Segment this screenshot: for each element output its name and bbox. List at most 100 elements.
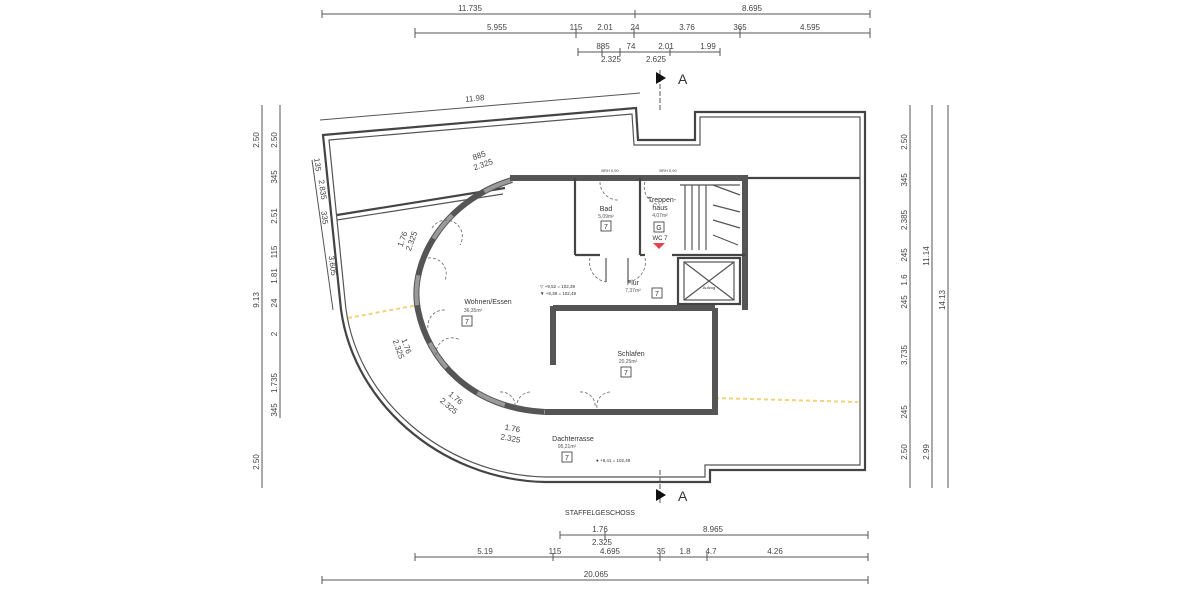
dim-text: 9.13	[252, 292, 261, 308]
dim-text: 1.76	[504, 423, 521, 435]
dim-text: 2.50	[252, 132, 261, 148]
dim-text: 345	[270, 403, 279, 417]
plan-line	[712, 204, 741, 213]
level-annotation: ▼ +9,38 = 102,49	[540, 291, 576, 296]
level-annotation: ▽ +9,52 = 102,39	[540, 284, 575, 289]
dim-text: 2.625	[646, 55, 667, 64]
dim-text: 345	[900, 173, 909, 187]
window-label: BRH 0,90	[601, 168, 619, 173]
dim-text: 11.14	[922, 246, 931, 266]
dim-text: 20.065	[584, 570, 609, 579]
dim-text: 20,25m²	[619, 359, 638, 365]
dim-text: 2.51	[270, 208, 279, 224]
plan-line	[413, 177, 546, 415]
dim-text: 245	[900, 405, 909, 419]
dim-text: 135	[312, 157, 323, 172]
dim-text: haus	[652, 205, 668, 212]
dim-text: 885	[596, 42, 610, 51]
dim-text: 11.735	[458, 4, 482, 13]
room-schlafen: Schlafen 20,25m² 7	[617, 351, 645, 378]
plan-line	[596, 391, 611, 409]
plan-line	[311, 159, 334, 311]
dim-text: 345	[270, 170, 279, 184]
plan-line	[599, 181, 619, 201]
dim-text: 24	[631, 23, 640, 32]
dim-text: 1.735	[270, 372, 279, 393]
dim-text: 115	[270, 245, 279, 258]
dim-text: 2.50	[252, 454, 261, 470]
dim-text: 4.7	[705, 547, 717, 556]
dim-text: 74	[627, 42, 636, 51]
plan-line	[656, 489, 666, 501]
plan-line	[427, 257, 447, 281]
plan-line	[714, 397, 859, 403]
dim-text: A	[678, 488, 688, 504]
dim-text: 95,21m²	[558, 444, 577, 450]
room-bad: Bad 5,09m² 7	[598, 206, 614, 232]
dim-text: Treppen-	[648, 197, 677, 204]
dim-text: 11.98	[465, 93, 486, 104]
room-wohnen-essen: Wohnen/Essen 36,35m² 7	[461, 299, 512, 327]
plan-title: STAFFELGESCHOSS	[565, 510, 635, 517]
plan-line	[516, 391, 531, 409]
dim-text: 2.99	[922, 444, 931, 460]
dim-text: Dachterrasse	[552, 436, 594, 443]
plan-line	[712, 184, 741, 196]
dim-text: 115	[549, 547, 562, 556]
terrace-outline	[321, 106, 867, 484]
dim-text: 3.735	[900, 344, 909, 365]
plan-line	[651, 287, 663, 299]
dim-text: G	[656, 225, 661, 232]
plan-line	[328, 113, 861, 478]
dim-text: 5,09m²	[598, 214, 614, 220]
dim-text: 5.19	[477, 547, 493, 556]
dim-text: A	[678, 71, 688, 87]
dim-text: 335	[319, 210, 330, 225]
dim-text: 2.50	[900, 444, 909, 460]
plan-line	[643, 181, 661, 206]
dim-text: 7	[624, 370, 628, 377]
wc-label: WC 7	[653, 236, 669, 242]
dim-text: 2	[270, 331, 279, 336]
dim-text: 1.76	[592, 525, 608, 534]
plan-line	[427, 309, 446, 329]
dim-text: 4,07m²	[652, 213, 668, 219]
dim-text: 14.13	[938, 289, 947, 310]
dim-text: 115	[570, 23, 583, 32]
dim-text: 2.50	[270, 132, 279, 148]
dim-text: 1.8	[679, 547, 691, 556]
right-dimensions: 2.50 345 2.385 245 1.6 245 3.735 245 2.5…	[900, 105, 949, 488]
plan-line	[627, 257, 646, 283]
dim-text: 2.50	[900, 134, 909, 150]
plan-line	[712, 219, 741, 229]
dim-text: 1.81	[270, 268, 279, 284]
dim-text: 2.01	[597, 23, 613, 32]
plan-line	[461, 315, 473, 327]
dim-text: Wohnen/Essen	[464, 299, 511, 306]
plan-line	[676, 256, 742, 306]
plan-line	[712, 234, 739, 246]
dim-text: 2.385	[900, 209, 909, 230]
dim-text: 7	[655, 291, 659, 298]
plan-line	[620, 366, 632, 378]
dim-text: 4.26	[767, 547, 783, 556]
dim-text: 4.695	[600, 547, 621, 556]
plan-line	[431, 219, 463, 246]
dim-text: 5.955	[487, 23, 508, 32]
dim-text: 8.695	[742, 4, 763, 13]
dim-text: Schlafen	[617, 351, 644, 358]
bottom-dimensions: 1.76 8.965 2.325 5.19 115 4.695 35 1.8 4…	[321, 525, 869, 584]
section-marker-top: A	[656, 70, 688, 110]
room-dachterrasse: Dachterrasse 95,21m² 7	[552, 436, 594, 463]
left-dimensions: 2.50 9.13 2.50 2.50 345 2.51 115 1.81 24…	[252, 105, 281, 488]
dim-text: 245	[900, 248, 909, 262]
dim-text: 35	[657, 547, 666, 556]
building-walls: Aufzug	[413, 175, 748, 415]
dim-text: 1.99	[700, 42, 716, 51]
plan-line	[656, 72, 666, 84]
plan-line	[653, 221, 665, 233]
dim-text: 7,37m²	[625, 288, 641, 294]
window-label: BRH 0,90	[659, 168, 677, 173]
dim-text: 3.76	[679, 23, 695, 32]
